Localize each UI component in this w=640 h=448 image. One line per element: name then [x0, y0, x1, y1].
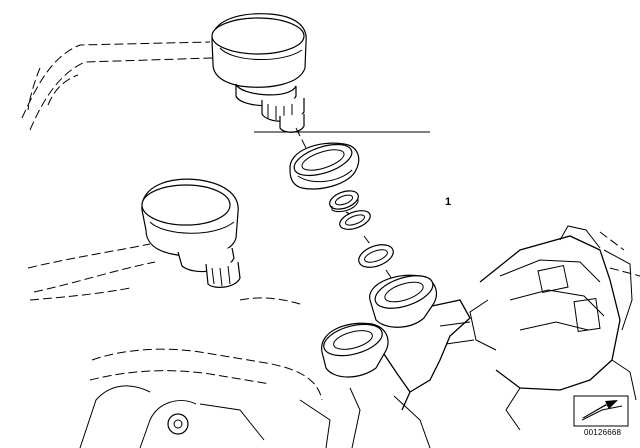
clutch-fluid-reservoir — [141, 178, 241, 288]
part-callout-number: 1 — [445, 196, 452, 208]
small-seal-ring — [329, 190, 359, 213]
document-id: 00126668 — [584, 428, 622, 437]
handlebar-lower — [27, 243, 156, 301]
brake-fluid-reservoir — [211, 13, 307, 149]
handlebar-upper — [21, 41, 213, 131]
lower-bracket-outline — [79, 297, 431, 448]
retaining-ring — [339, 210, 371, 230]
switch-housing — [469, 225, 640, 431]
orientation-arrow-icon — [573, 395, 629, 427]
reservoir-cap-seal — [289, 142, 360, 190]
flat-washer — [358, 244, 394, 268]
handlebar-clamp-fitting — [321, 274, 475, 411]
assembly-axis — [345, 211, 395, 283]
